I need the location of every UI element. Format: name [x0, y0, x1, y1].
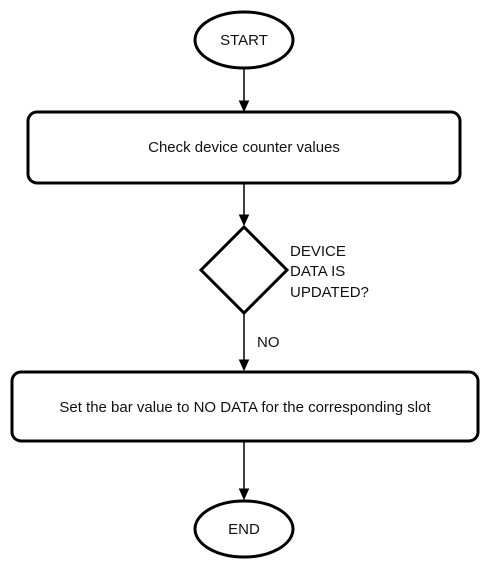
decision-label-line-1: DEVICE — [290, 243, 346, 260]
arrowhead — [238, 359, 250, 372]
check-counter-node: Check device counter values — [26, 110, 462, 185]
start-node: START — [193, 10, 295, 70]
set-bar-value-process-shape — [10, 370, 480, 443]
decision-diamond-shape — [198, 224, 290, 316]
arrowhead — [238, 100, 250, 113]
start-label: START — [220, 32, 268, 49]
decision-label-line-3: UPDATED? — [290, 284, 369, 301]
arrowhead — [238, 488, 250, 501]
connector-check-to-decision — [238, 184, 250, 227]
check-counter-label: Check device counter values — [148, 139, 340, 156]
arrowhead — [238, 214, 250, 227]
set-bar-value-node: Set the bar value to NO DATA for the cor… — [10, 370, 480, 443]
end-label: END — [228, 521, 260, 538]
end-terminator-shape — [193, 499, 295, 559]
set-bar-value-label: Set the bar value to NO DATA for the cor… — [59, 399, 431, 416]
decision-node: DEVICE DATA IS UPDATED? — [198, 224, 369, 316]
connector-decision-to-set-bar: NO — [238, 313, 280, 372]
connector-start-to-check — [238, 68, 250, 113]
connector-set-bar-to-end — [238, 442, 250, 501]
decision-label-line-2: DATA IS — [290, 263, 345, 280]
end-node: END — [193, 499, 295, 559]
check-counter-process-shape — [26, 110, 462, 185]
no-branch-label: NO — [257, 334, 280, 351]
